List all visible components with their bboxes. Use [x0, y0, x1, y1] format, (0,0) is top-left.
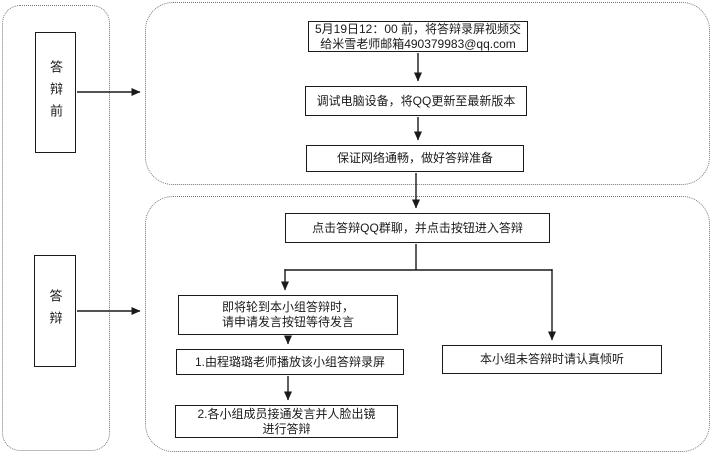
node-update-qq: 调试电脑设备，将QQ更新至最新版本 — [305, 86, 527, 116]
stage-box-defense: 答辩 — [34, 255, 76, 367]
stage-box-pre-defense: 答辩前 — [35, 32, 76, 153]
node-apply-to-speak: 即将轮到本小组答辩时， 请申请发言按钮等待发言 — [178, 295, 398, 335]
defense-group-container — [145, 196, 710, 452]
pre-defense-group-container — [145, 2, 710, 185]
stage-label-pre-defense: 答辩前 — [48, 59, 63, 126]
node-enter-qq-group: 点击答辩QQ群聊，并点击按钮进入答辩 — [285, 213, 550, 243]
stage-label-defense: 答辩 — [47, 289, 63, 333]
node-check-network: 保证网络通畅，做好答辩准备 — [306, 145, 524, 172]
node-teacher-plays-recording: 1.由程璐璐老师播放该小组答辩录屏 — [176, 349, 404, 375]
node-submit-recording: 5月19日12：00 前，将答辩录屏视频交 给米雪老师邮箱490379983@q… — [308, 21, 528, 52]
node-members-speak-on-camera: 2.各小组成员接通发言并人脸出镜 进行答辩 — [175, 405, 398, 438]
stage-column-container — [2, 5, 110, 451]
node-listen-carefully: 本小组未答辩时请认真倾听 — [442, 345, 662, 374]
